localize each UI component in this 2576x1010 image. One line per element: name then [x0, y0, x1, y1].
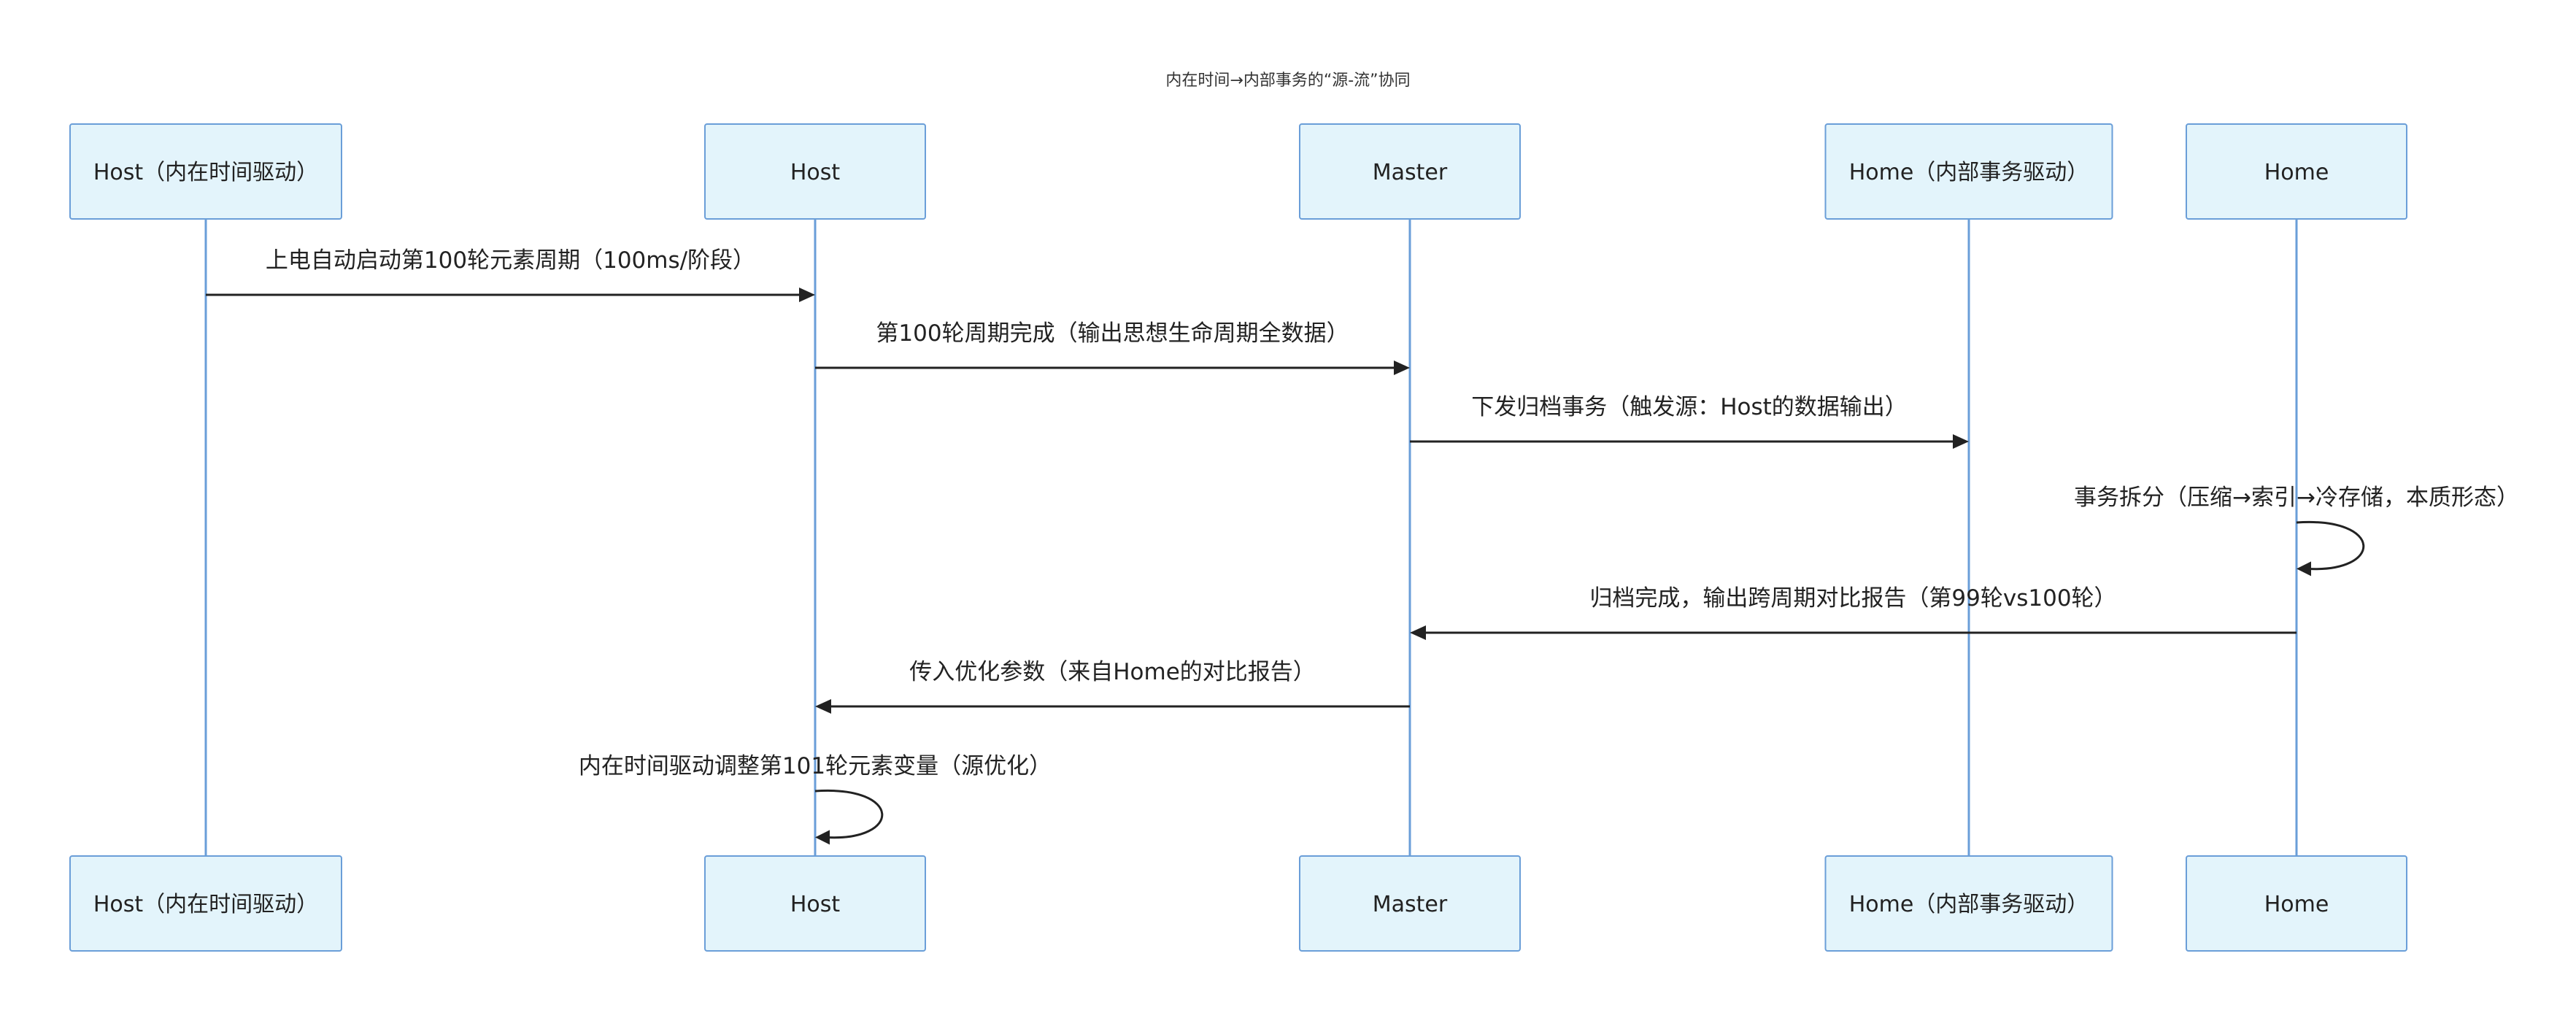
actor-label: Master — [1373, 892, 1448, 917]
message-6: 传入优化参数（来自Home的对比报告） — [815, 659, 1410, 714]
arrowhead-icon — [1394, 361, 1410, 375]
message-label: 传入优化参数（来自Home的对比报告） — [909, 659, 1316, 685]
actor-box — [2186, 123, 2407, 220]
arrowhead-icon — [815, 830, 830, 845]
actor-label: Home — [2264, 160, 2329, 185]
actor-top-home_tx[interactable]: Home（内部事务驱动） — [1824, 123, 2113, 220]
actor-top-host_time[interactable]: Host（内在时间驱动） — [69, 123, 342, 220]
self-loop-line — [814, 789, 884, 839]
actor-label: Host — [790, 160, 841, 185]
message-2: 第100轮周期完成（输出思想生命周期全数据） — [815, 320, 1410, 375]
actor-top-master[interactable]: Master — [1299, 123, 1521, 220]
messages: 上电自动启动第100轮元素周期（100ms/阶段） 第100轮周期完成（输出思想生… — [206, 247, 2519, 845]
message-label: 第100轮周期完成（输出思想生命周期全数据） — [876, 320, 1349, 347]
actor-label: Host — [790, 892, 841, 917]
actor-box — [1299, 855, 1521, 952]
arrowhead-icon — [815, 699, 831, 714]
actor-box — [704, 123, 926, 220]
arrowhead-icon — [1410, 625, 1426, 640]
message-label: 事务拆分（压缩→索引→冷存储，本质形态） — [2074, 485, 2519, 511]
actor-top-home[interactable]: Home — [2186, 123, 2407, 220]
message-label: 内在时间驱动调整第101轮元素变量（源优化） — [579, 753, 1052, 779]
message-label: 上电自动启动第100轮元素周期（100ms/阶段） — [266, 247, 755, 274]
message-7: 内在时间驱动调整第101轮元素变量（源优化） — [579, 753, 1052, 845]
lifelines — [204, 219, 2298, 856]
actor-bottom-host[interactable]: Host — [704, 855, 926, 952]
arrowhead-icon — [2297, 561, 2311, 577]
actor-box — [69, 855, 342, 952]
actor-bottom-home[interactable]: Home — [2186, 855, 2407, 952]
actors: Host（内在时间驱动）Host（内在时间驱动）HostHostMasterMa… — [69, 123, 2407, 952]
actor-label: Home（内部事务驱动） — [1849, 160, 2089, 185]
actor-box — [1824, 855, 2113, 952]
actor-top-host[interactable]: Host — [704, 123, 926, 220]
message-3: 下发归档事务（触发源：Host的数据输出） — [1410, 394, 1969, 449]
actor-bottom-master[interactable]: Master — [1299, 855, 1521, 952]
message-4: 事务拆分（压缩→索引→冷存储，本质形态） — [2074, 485, 2519, 577]
actor-label: Host（内在时间驱动） — [93, 892, 318, 917]
message-5: 归档完成，输出跨周期对比报告（第99轮vs100轮） — [1410, 585, 2297, 640]
actor-bottom-home_tx[interactable]: Home（内部事务驱动） — [1824, 855, 2113, 952]
actor-box — [1824, 123, 2113, 220]
message-label: 归档完成，输出跨周期对比报告（第99轮vs100轮） — [1589, 585, 2116, 612]
message-1: 上电自动启动第100轮元素周期（100ms/阶段） — [206, 247, 815, 302]
arrowhead-icon — [799, 288, 815, 302]
actor-label: Host（内在时间驱动） — [93, 160, 318, 185]
actor-box — [2186, 855, 2407, 952]
diagram-title: 内在时间→内部事务的“源-流”协同 — [1165, 72, 1410, 90]
self-loop-line — [2296, 520, 2365, 571]
actor-label: Home（内部事务驱动） — [1849, 892, 2089, 917]
actor-label: Master — [1373, 160, 1448, 185]
actor-box — [69, 123, 342, 220]
actor-bottom-host_time[interactable]: Host（内在时间驱动） — [69, 855, 342, 952]
actor-label: Home — [2264, 892, 2329, 917]
arrowhead-icon — [1953, 434, 1969, 449]
actor-box — [1299, 123, 1521, 220]
message-label: 下发归档事务（触发源：Host的数据输出） — [1471, 394, 1908, 420]
actor-box — [704, 855, 926, 952]
